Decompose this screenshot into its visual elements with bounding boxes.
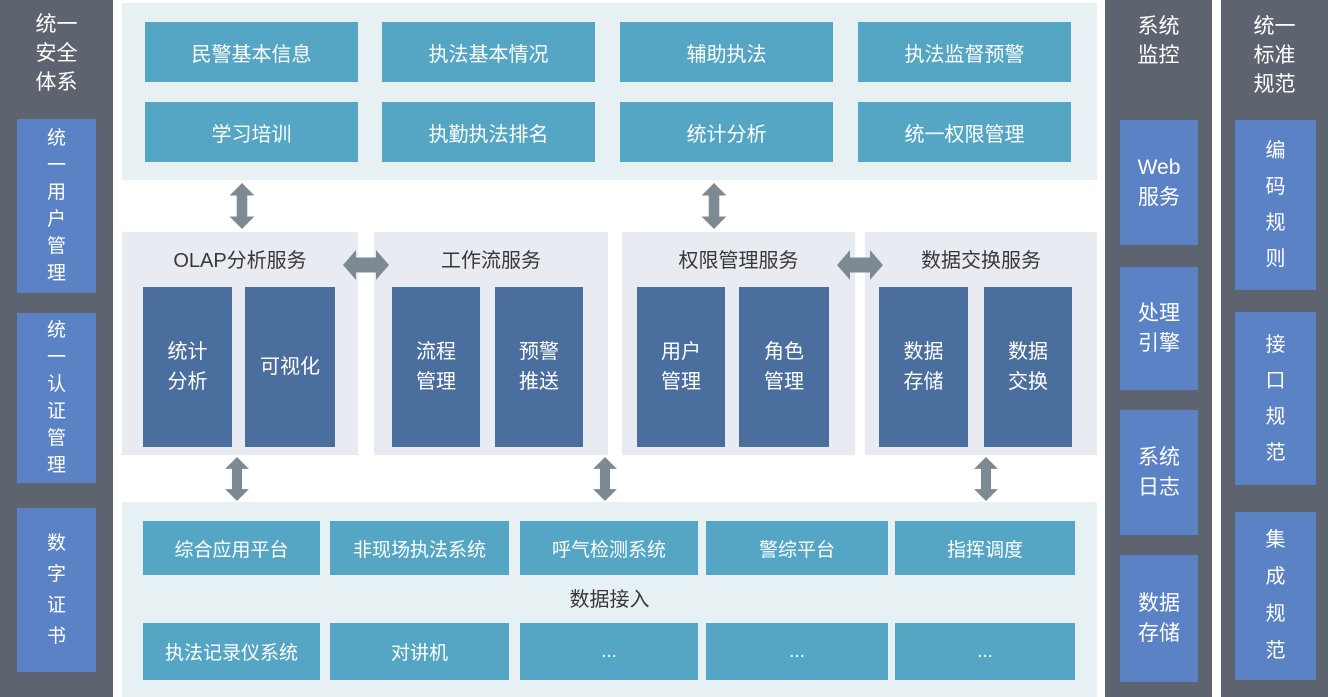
double-arrow-vertical-icon (974, 457, 998, 501)
monitor-item-processing-engine: 处理 引擎 (1120, 267, 1198, 390)
service-box-data-exchange: 数据 交换 (984, 287, 1072, 447)
service-title-permission: 权限管理服务 (678, 250, 799, 272)
data-access-label: 数据接入 (569, 588, 650, 611)
standard-item-coding-rules: 编 码 规 则 (1235, 120, 1316, 290)
service-box-role-management: 角色 管理 (739, 287, 829, 447)
service-box-stat-analysis: 统计 分析 (143, 287, 232, 447)
device-box-ellipsis: ... (706, 623, 888, 680)
monitor-item-system-log: 系统 日志 (1120, 410, 1198, 535)
double-arrow-vertical-icon (229, 183, 255, 229)
service-box-process-management: 流程 管理 (392, 287, 480, 447)
app-box-duty-ranking: 执勤执法排名 (382, 102, 595, 162)
app-box-permission-management: 统一权限管理 (858, 102, 1071, 162)
app-box-enforcement-info: 执法基本情况 (382, 22, 595, 82)
source-box-command-dispatch: 指挥调度 (895, 521, 1075, 575)
double-arrow-horizontal-icon (837, 250, 883, 280)
source-box-breath-test: 呼气检测系统 (520, 521, 698, 575)
device-box-ellipsis: ... (520, 623, 698, 680)
security-item-auth-management: 统 一 认 证 管 理 (17, 313, 96, 483)
standard-item-interface-spec: 接 口 规 范 (1235, 312, 1316, 485)
app-box-training: 学习培训 (145, 102, 358, 162)
service-box-data-storage: 数据 存储 (879, 287, 968, 447)
app-box-statistics: 统计分析 (620, 102, 833, 162)
service-title-data-exchange: 数据交换服务 (921, 250, 1041, 272)
device-box-ellipsis: ... (895, 623, 1075, 680)
double-arrow-horizontal-icon (343, 250, 389, 280)
application-panel: 民警基本信息 执法基本情况 辅助执法 执法监督预警 学习培训 执勤执法排名 统计… (122, 3, 1097, 180)
security-sidebar: 统一 安全 体系 统 一 用 户 管 理 统 一 认 证 管 理 数 字 证 书 (0, 0, 113, 697)
double-arrow-vertical-icon (701, 183, 727, 229)
service-panel-olap: OLAP分析服务 统计 分析 可视化 (122, 232, 358, 455)
source-box-integrated-platform: 综合应用平台 (143, 521, 320, 575)
monitor-item-web-service: Web 服务 (1120, 120, 1198, 245)
source-box-offsite-enforcement: 非现场执法系统 (330, 521, 509, 575)
standard-sidebar: 统一 标准 规范 编 码 规 则 接 口 规 范 集 成 规 范 (1221, 0, 1328, 697)
data-access-panel: 综合应用平台 非现场执法系统 呼气检测系统 警综平台 指挥调度 数据接入 执法记… (122, 502, 1097, 697)
monitor-item-data-storage: 数据 存储 (1120, 555, 1198, 682)
service-title-olap: OLAP分析服务 (173, 250, 307, 272)
device-box-body-camera: 执法记录仪系统 (143, 623, 320, 680)
security-item-user-management: 统 一 用 户 管 理 (17, 119, 96, 293)
monitor-sidebar-title: 系统 监控 (1137, 15, 1180, 67)
service-box-user-management: 用户 管理 (637, 287, 725, 447)
app-box-supervision-warning: 执法监督预警 (858, 22, 1071, 82)
double-arrow-vertical-icon (225, 457, 249, 501)
service-box-warning-push: 预警 推送 (495, 287, 583, 447)
monitor-sidebar: 系统 监控 Web 服务 处理 引擎 系统 日志 数据 存储 (1105, 0, 1212, 697)
double-arrow-vertical-icon (593, 457, 617, 501)
service-title-workflow: 工作流服务 (441, 250, 541, 272)
service-box-visualization: 可视化 (245, 287, 335, 447)
standard-sidebar-title: 统一 标准 规范 (1253, 15, 1296, 96)
service-panel-workflow: 工作流服务 流程 管理 预警 推送 (374, 232, 608, 455)
security-item-digital-cert: 数 字 证 书 (17, 508, 96, 672)
service-panel-permission: 权限管理服务 用户 管理 角色 管理 (622, 232, 855, 455)
device-box-intercom: 对讲机 (330, 623, 509, 680)
app-box-assist-enforcement: 辅助执法 (620, 22, 833, 82)
standard-item-integration-spec: 集 成 规 范 (1235, 512, 1316, 680)
app-box-police-info: 民警基本信息 (145, 22, 358, 82)
security-sidebar-title: 统一 安全 体系 (35, 13, 78, 94)
source-box-police-platform: 警综平台 (706, 521, 888, 575)
service-panel-data-exchange: 数据交换服务 数据 存储 数据 交换 (865, 232, 1097, 455)
